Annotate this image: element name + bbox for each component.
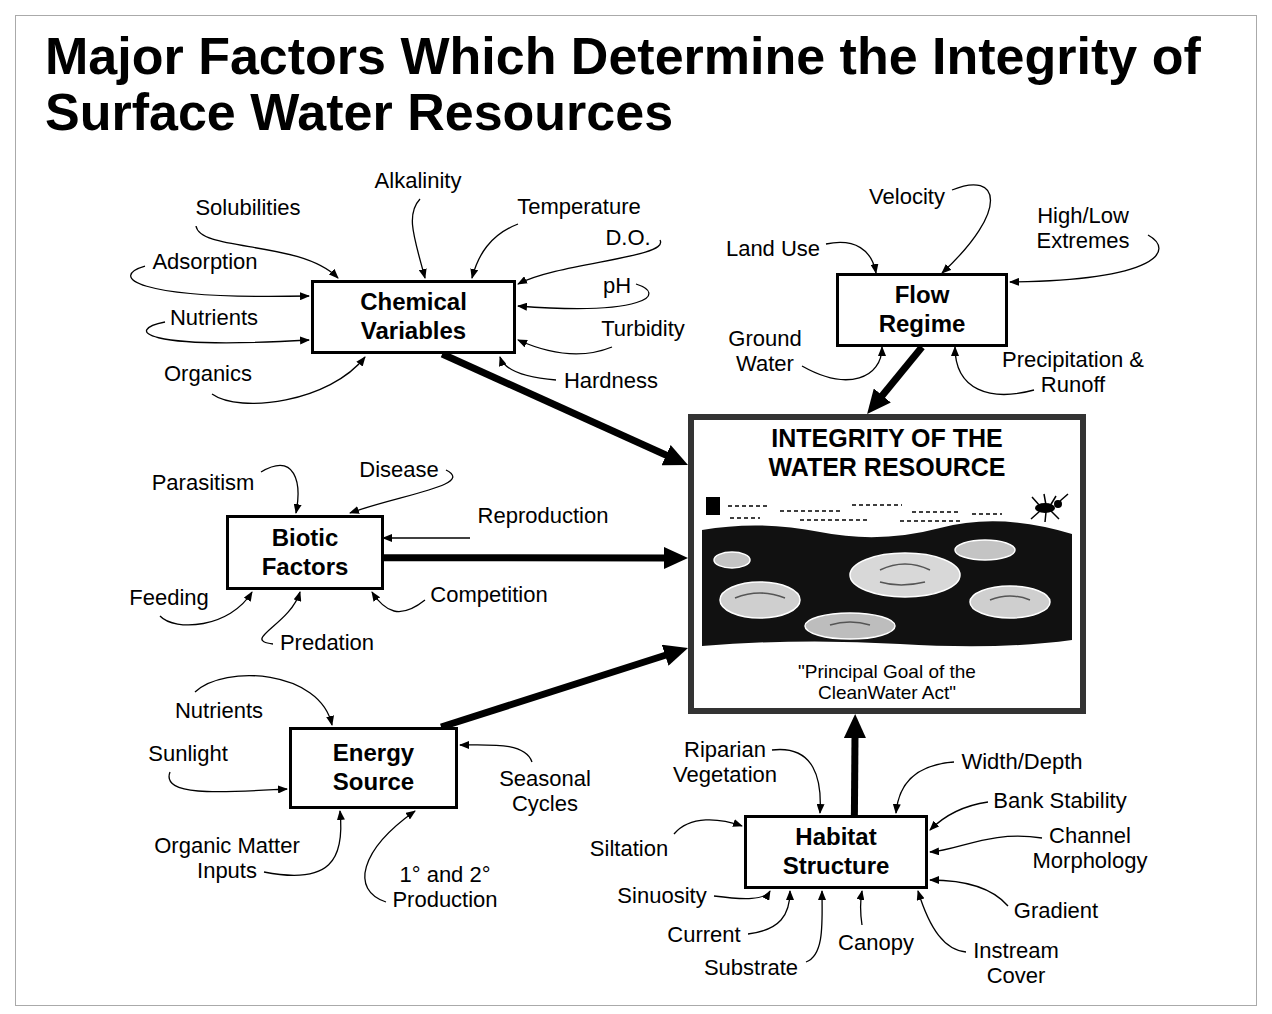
factor-box: Chemical Variables <box>311 280 516 354</box>
leader-arrow <box>772 750 820 813</box>
flow-arrow <box>441 652 675 727</box>
leader-arrow <box>383 537 470 538</box>
factor-label: Temperature <box>517 194 641 219</box>
factor-label: Instream Cover <box>966 938 1066 989</box>
diagram-title: Major Factors Which Determine the Integr… <box>45 28 1245 140</box>
factor-box: Habitat Structure <box>744 815 928 889</box>
insect <box>1031 494 1068 522</box>
leader-arrow <box>748 891 790 934</box>
box-title: Energy Source <box>309 739 439 797</box>
factor-label: Channel Morphology <box>1020 823 1160 874</box>
factor-label: High/Low Extremes <box>1023 203 1143 254</box>
factor-label: Velocity <box>869 184 945 209</box>
factor-box: Biotic Factors <box>226 515 384 590</box>
factor-label: Seasonal Cycles <box>490 766 600 817</box>
leader-arrow <box>918 891 966 952</box>
factor-label: Precipitation & Runoff <box>988 347 1158 398</box>
flow-arrow <box>876 347 922 403</box>
leader-arrow <box>802 347 882 380</box>
factor-label: Organic Matter Inputs <box>147 833 307 884</box>
factor-label: Alkalinity <box>375 168 462 193</box>
leader-arrow <box>674 820 742 834</box>
rock <box>970 586 1050 618</box>
stream-water <box>702 521 1072 646</box>
page-frame <box>16 16 1257 1006</box>
factor-label: Canopy <box>838 930 914 955</box>
factor-label: Competition <box>430 582 547 607</box>
leader-arrow <box>372 592 425 612</box>
rock <box>850 553 960 597</box>
leader-arrow <box>930 880 1008 906</box>
factor-box: Energy Source <box>289 727 458 809</box>
factor-label: Nutrients <box>170 305 258 330</box>
rock <box>714 552 750 568</box>
leader-arrow <box>169 772 287 792</box>
factor-label: pH <box>603 273 631 298</box>
factor-label: Sinuosity <box>617 883 706 908</box>
leader-arrow <box>500 357 556 380</box>
factor-label: Feeding <box>129 585 209 610</box>
factor-label: Siltation <box>590 836 668 861</box>
flow-arrow <box>442 354 675 459</box>
leader-arrow <box>518 340 612 354</box>
factor-label: Organics <box>164 361 252 386</box>
factor-label: Ground Water <box>720 326 810 377</box>
factor-label: D.O. <box>605 225 650 250</box>
leader-arrow <box>714 891 770 899</box>
factor-box: Flow Regime <box>836 273 1008 347</box>
rock-hatching <box>735 564 1030 625</box>
box-title: Flow Regime <box>862 281 982 339</box>
flow-arrow <box>384 554 674 561</box>
factor-label: Adsorption <box>152 249 257 274</box>
box-title: Biotic Factors <box>240 524 370 582</box>
leader-arrow <box>806 891 822 962</box>
factor-label: 1° and 2° Production <box>380 862 510 913</box>
leader-arrow <box>930 802 988 830</box>
factor-label: Solubilities <box>195 195 300 220</box>
factor-label: Sunlight <box>148 741 228 766</box>
factor-label: Bank Stability <box>993 788 1126 813</box>
flow-arrow <box>851 728 859 815</box>
leader-arrow <box>826 242 876 273</box>
goal-box: INTEGRITY OF THE WATER RESOURCE "Principa… <box>688 414 1086 714</box>
factor-label: Gradient <box>1014 898 1098 923</box>
leader-arrow <box>412 199 425 278</box>
leader-arrow <box>261 466 298 513</box>
box-caption: "Principal Goal of the CleanWater Act" <box>767 662 1007 704</box>
illustration-blob <box>706 497 720 515</box>
water-surface <box>728 505 1002 521</box>
factor-label: Parasitism <box>152 470 255 495</box>
factor-label: Nutrients <box>175 698 263 723</box>
factor-label: Current <box>667 922 740 947</box>
factor-label: Substrate <box>704 955 798 980</box>
rock <box>720 582 800 618</box>
factor-label: Riparian Vegetation <box>660 737 790 788</box>
rock <box>955 540 1015 560</box>
leader-arrow <box>460 745 532 762</box>
leader-arrow <box>942 185 991 273</box>
box-heading: INTEGRITY OF THE WATER RESOURCE <box>737 424 1037 482</box>
factor-label: Turbidity <box>601 316 685 341</box>
leader-arrow <box>930 836 1042 852</box>
factor-label: Reproduction <box>478 503 609 528</box>
rock <box>805 613 895 639</box>
factor-label: Disease <box>359 457 438 482</box>
box-title: Habitat Structure <box>761 823 911 881</box>
factor-label: Predation <box>280 630 374 655</box>
leader-arrow <box>861 891 863 925</box>
leader-arrow <box>472 224 518 278</box>
factor-label: Hardness <box>564 368 658 393</box>
factor-label: Land Use <box>726 236 820 261</box>
box-title: Chemical Variables <box>331 288 496 346</box>
leader-arrow <box>896 762 954 813</box>
factor-label: Width/Depth <box>961 749 1082 774</box>
